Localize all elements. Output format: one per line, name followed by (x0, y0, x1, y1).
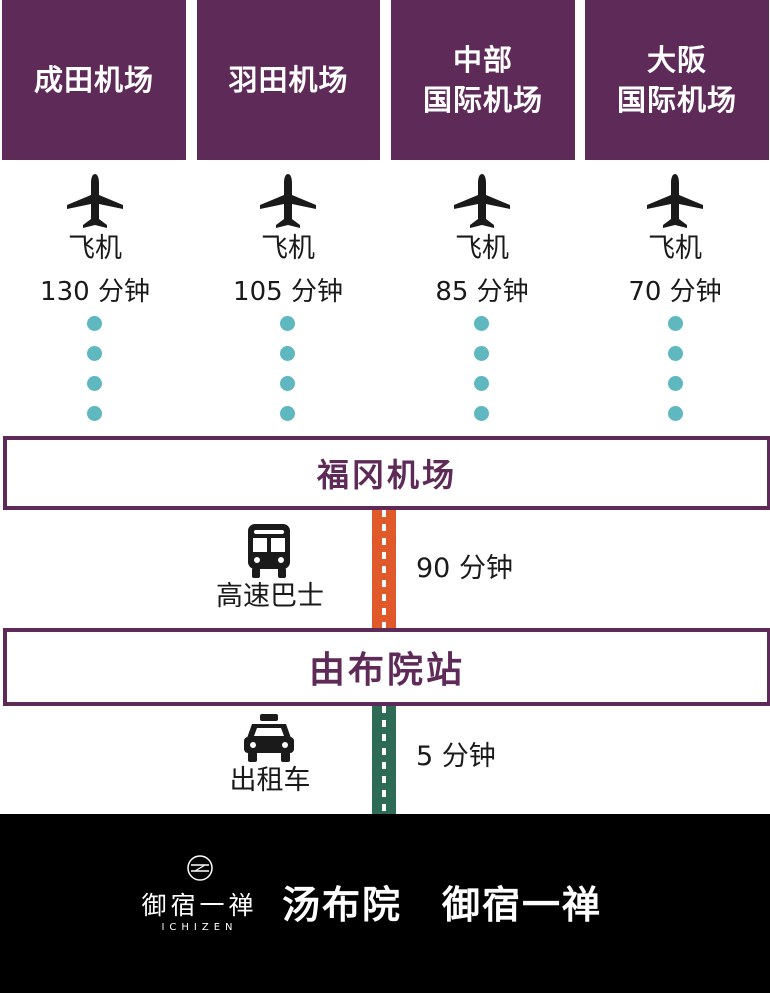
connector-dot (473, 315, 489, 331)
connector-dot (86, 375, 102, 391)
hub-airport-name: 福冈机场 (316, 456, 457, 494)
bus-mode-label: 高速巴士 (216, 581, 324, 612)
connector-dot (86, 405, 102, 421)
travel-mode-label: 飞机 (261, 233, 315, 264)
logo-subtext: ICHIZEN (161, 922, 238, 933)
flight-duration: 130 分钟 (40, 277, 150, 307)
station-name: 由布院站 (308, 650, 465, 691)
connector-dot (667, 405, 683, 421)
airplane-icon (647, 174, 703, 228)
connector-dot (86, 315, 102, 331)
connector-dot (279, 315, 295, 331)
connector-dot (473, 375, 489, 391)
travel-mode-label: 飞机 (68, 233, 122, 264)
airport-name-line1: 羽田机场 (228, 63, 349, 97)
connector-dot (667, 345, 683, 361)
road-segment-bus (372, 510, 396, 628)
travel-mode-label: 飞机 (455, 233, 509, 264)
airport-tile-haneda: 羽田机场 (197, 0, 380, 160)
bus-duration: 90 分钟 (416, 553, 513, 584)
taxi-mode-label: 出租车 (229, 765, 311, 796)
flight-duration: 105 分钟 (233, 277, 343, 307)
connector-dot (279, 405, 295, 421)
connector-dot (279, 375, 295, 391)
ichizen-logo-mark-icon (187, 855, 213, 881)
connector-dot (473, 405, 489, 421)
hub-airport-bar: 福冈机场 (3, 436, 770, 510)
connector-dot (667, 375, 683, 391)
airport-tile-osaka: 大阪 国际机场 (585, 0, 769, 160)
airport-name-line1: 成田机场 (33, 63, 154, 97)
airport-name-line1: 中部 (452, 43, 513, 77)
airport-tile-narita: 成田机场 (2, 0, 186, 160)
airplane-icon (67, 174, 123, 228)
airport-name-line1: 大阪 (646, 43, 707, 77)
connector-dot (86, 345, 102, 361)
destination-footer: 御宿一禅 ICHIZEN 汤布院 御宿一禅 (0, 814, 770, 993)
logo-text: 御宿一禅 (141, 891, 258, 920)
airport-tile-chubu: 中部 国际机场 (391, 0, 575, 160)
connector-dot (667, 315, 683, 331)
flight-duration: 85 分钟 (435, 277, 529, 307)
taxi-icon (244, 714, 294, 762)
road-segment-taxi (372, 706, 396, 814)
airplane-icon (454, 174, 510, 228)
taxi-duration: 5 分钟 (416, 741, 496, 772)
airplane-icon (260, 174, 316, 228)
station-bar: 由布院站 (3, 628, 770, 706)
bus-icon (248, 524, 290, 578)
connector-dot (279, 345, 295, 361)
connector-dot (473, 345, 489, 361)
airport-name-line2: 国际机场 (616, 83, 737, 117)
travel-mode-label: 飞机 (648, 233, 702, 264)
airport-name-line2: 国际机场 (422, 83, 543, 117)
destination-title: 汤布院 御宿一禅 (282, 883, 603, 927)
flight-duration: 70 分钟 (628, 277, 722, 307)
